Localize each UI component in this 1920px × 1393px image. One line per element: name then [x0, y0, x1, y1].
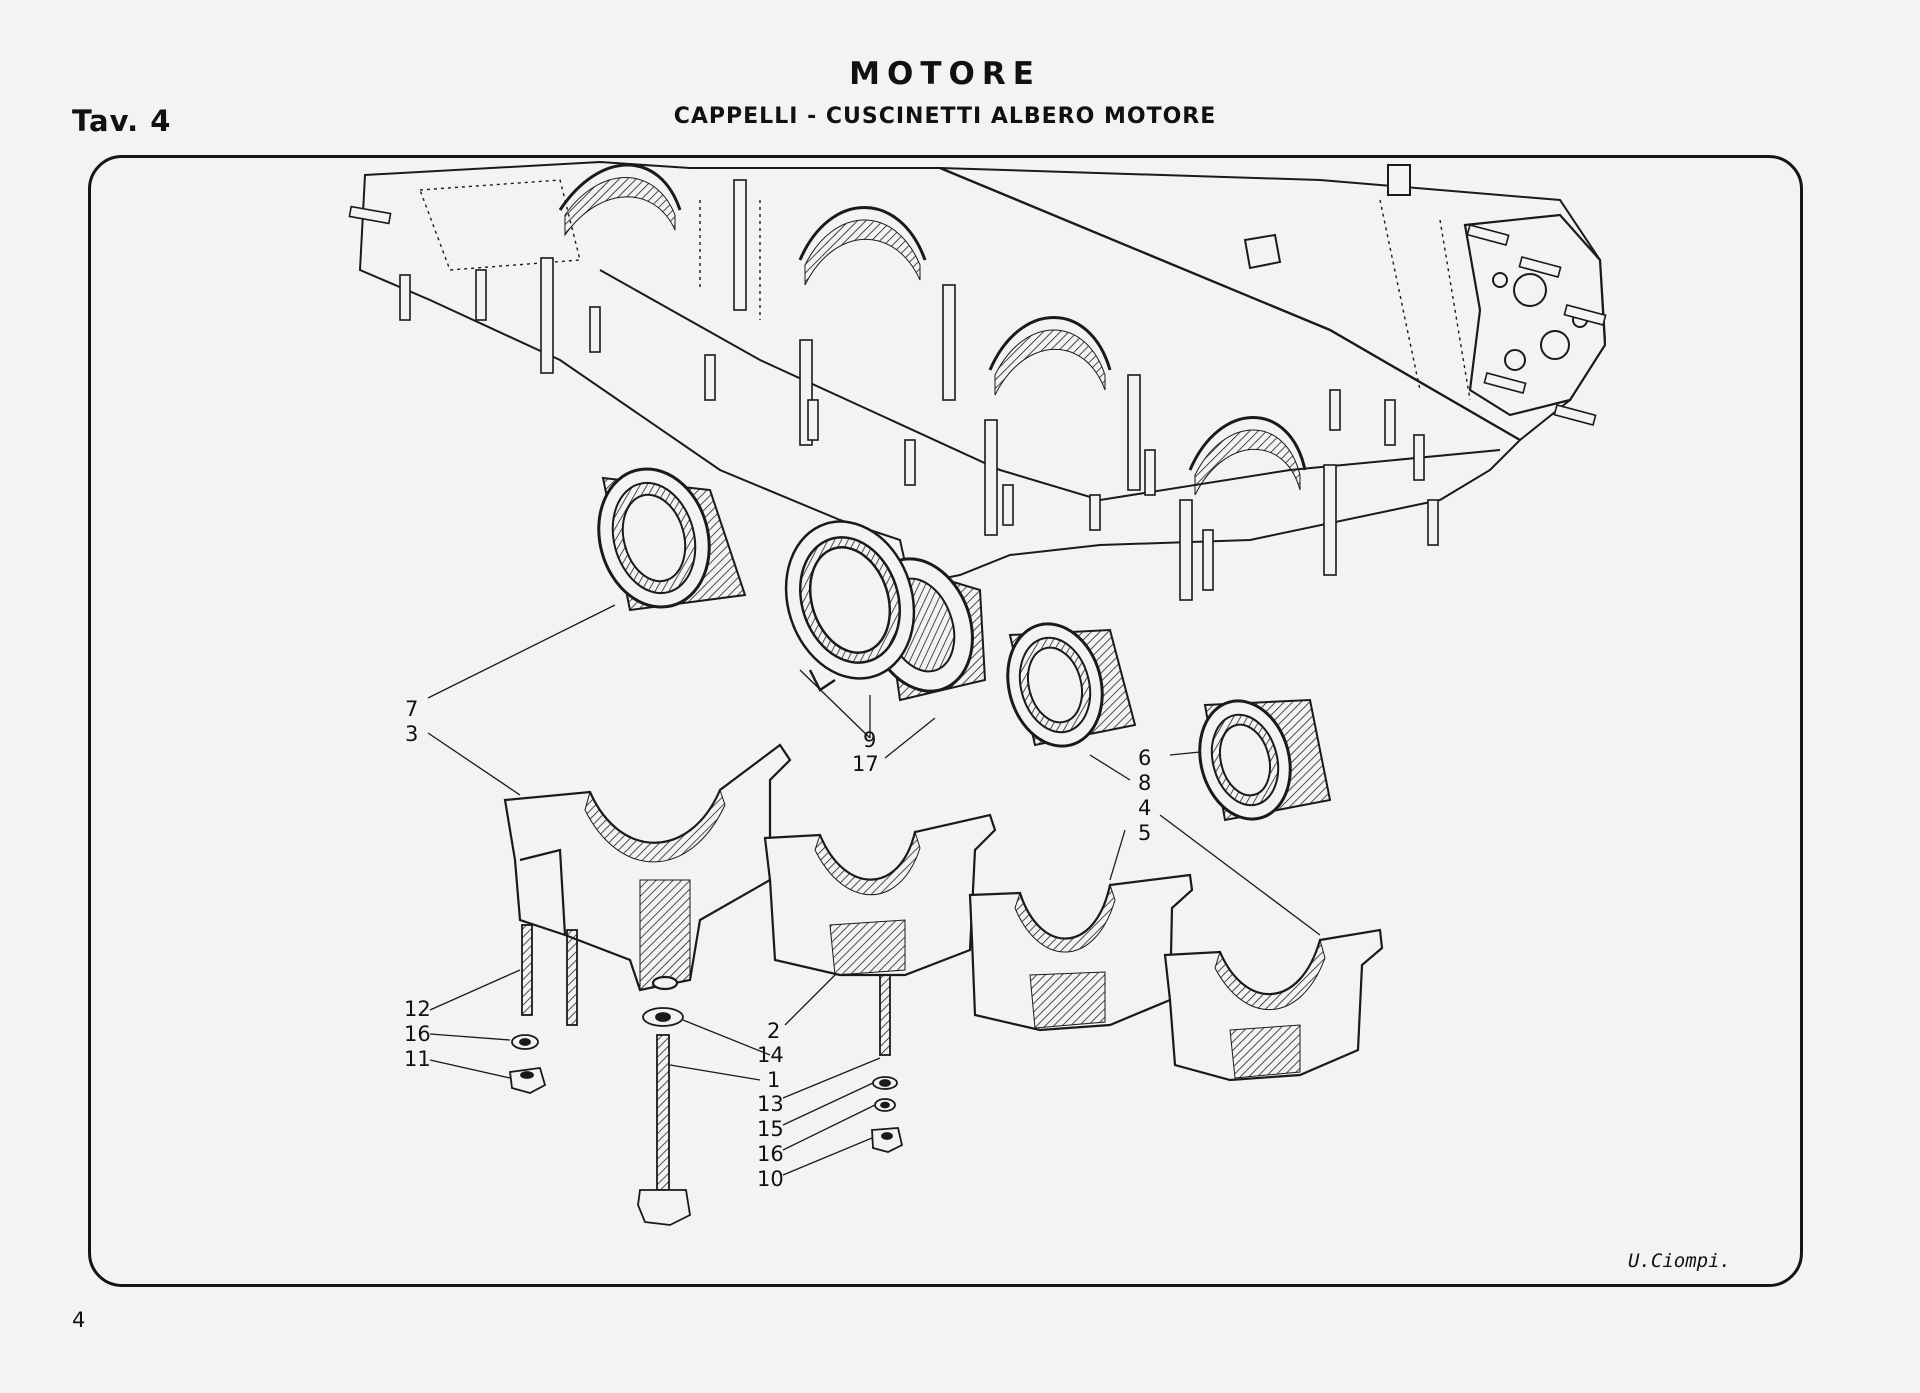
bearing-shell-6 [1198, 698, 1332, 822]
plate-label: Tav. 4 [72, 104, 172, 138]
main-bearing-cap-4 [1163, 928, 1384, 1082]
callout-7: 7 [405, 697, 418, 721]
page-number: 4 [72, 1308, 86, 1332]
nut-11 [508, 1067, 547, 1094]
callout-15: 15 [757, 1117, 784, 1141]
callout-6: 6 [1138, 746, 1151, 770]
callout-9: 9 [863, 728, 876, 752]
nut-10 [871, 1127, 904, 1153]
leader-lines [427, 604, 1321, 1176]
main-bearing-cap-5 [968, 873, 1194, 1032]
callout-11: 11 [404, 1047, 431, 1071]
callout-13: 13 [757, 1092, 784, 1116]
main-bearing-cap-2 [763, 813, 997, 977]
page-title: MOTORE [849, 56, 1041, 92]
callout-4: 4 [1138, 796, 1151, 820]
bearing-shell-8 [1006, 622, 1137, 748]
callout-1: 1 [767, 1068, 780, 1092]
thrust-washer-17 [784, 520, 916, 692]
callout-14: 14 [757, 1043, 784, 1067]
bolt-1-head [637, 1189, 691, 1226]
fasteners [508, 924, 904, 1226]
page-header: Tav. 4 MOTORE CAPPELLI - CUSCINETTI ALBE… [0, 0, 1920, 160]
callout-2: 2 [767, 1019, 780, 1043]
callout-16-right: 16 [757, 1142, 784, 1166]
callout-16-left: 16 [404, 1022, 431, 1046]
callout-12: 12 [404, 997, 431, 1021]
callout-numbers: 7 3 9 17 6 8 4 5 12 16 11 2 14 1 13 15 1… [404, 697, 1151, 1191]
callout-17: 17 [852, 752, 879, 776]
bolt-1 [656, 1034, 670, 1191]
bearing-shell-7 [597, 467, 747, 612]
artist-signature: U.Ciompi. [1628, 1250, 1731, 1272]
callout-3: 3 [405, 722, 418, 746]
drawing-frame [88, 155, 1803, 1287]
callout-5: 5 [1138, 821, 1151, 845]
main-bearing-cap-3 [503, 743, 792, 992]
callout-10: 10 [757, 1167, 784, 1191]
callout-8: 8 [1138, 771, 1151, 795]
crankcase-block [358, 160, 1607, 587]
crankcase-studs [348, 179, 1607, 601]
page-subtitle: CAPPELLI - CUSCINETTI ALBERO MOTORE [673, 104, 1217, 129]
